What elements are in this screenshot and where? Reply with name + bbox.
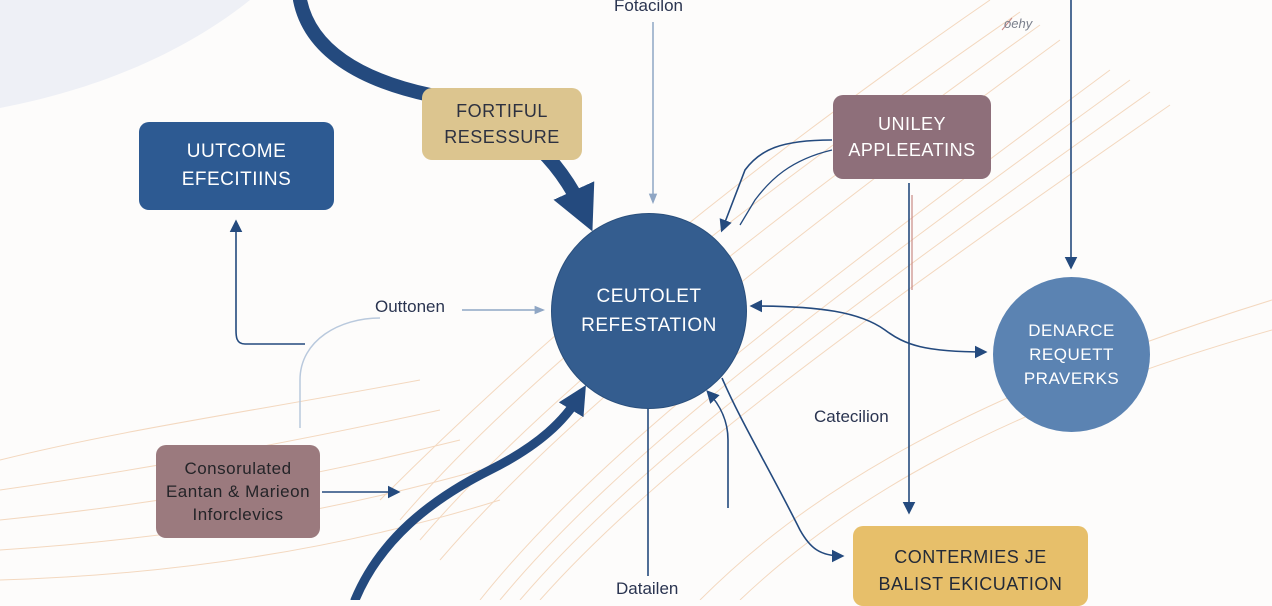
node-label-line: REFESTATION xyxy=(581,315,717,336)
arrow-to-outcome xyxy=(229,219,305,345)
arrow-uniley-to-center-2 xyxy=(739,149,833,226)
arrow-inner-up xyxy=(706,390,729,508)
label-top: Fotacilon xyxy=(614,0,683,15)
node-label-line: CONTERMIES JE xyxy=(894,547,1047,567)
light-curve-left xyxy=(299,317,381,428)
node-label-line: Consorulated xyxy=(184,459,292,478)
arrow-center-to-contermies xyxy=(721,377,845,563)
corner-accent-mark xyxy=(1001,17,1013,31)
label-bottom: Datailen xyxy=(616,579,679,598)
arrow-uniley-to-center-1 xyxy=(719,139,833,233)
label-right: Catecilion xyxy=(814,407,889,426)
background-blob xyxy=(0,0,250,108)
node-denarce-requett[interactable]: DENARCE REQUETT PRAVERKS xyxy=(993,277,1150,432)
node-fortiful-resessure[interactable]: FORTIFUL RESESSURE xyxy=(422,88,582,160)
node-label-line: Eantan & Marieon xyxy=(165,482,311,501)
node-label-line: DENARCE xyxy=(1028,320,1115,340)
node-outcome-efections[interactable]: UUTCOME EFECITIINS xyxy=(139,122,334,210)
node-label-line: UUTCOME xyxy=(186,141,287,162)
node-label-line: FORTIFUL xyxy=(456,101,548,121)
node-label-line: REQUETT xyxy=(1029,344,1114,364)
thick-flow-arrow-bottom xyxy=(350,385,586,600)
node-label-line: EFECITIINS xyxy=(181,169,292,190)
node-consorulated[interactable]: Consorulated Eantan & Marieon Inforclevi… xyxy=(156,445,320,538)
node-label-line: RESESSURE xyxy=(444,127,560,147)
node-label-line: BALIST EKICUATION xyxy=(878,574,1063,594)
node-label-line: APPLEEATINS xyxy=(848,140,976,160)
label-corner: oehy xyxy=(1004,16,1033,31)
node-center-refestation[interactable]: CEUTOLET REFESTATION xyxy=(552,214,746,408)
node-contermies[interactable]: CONTERMIES JE BALIST EKICUATION xyxy=(853,526,1088,606)
label-left: Outtonen xyxy=(375,297,445,316)
node-label-line: PRAVERKS xyxy=(1023,368,1120,388)
node-uniley-applecatins[interactable]: UNILEY APPLEEATINS xyxy=(833,95,991,179)
node-label-line: UNILEY xyxy=(877,114,947,134)
node-label-line: CEUTOLET xyxy=(596,286,702,307)
node-label-line: Inforclevics xyxy=(192,505,284,524)
arrow-center-denarce xyxy=(749,299,988,359)
